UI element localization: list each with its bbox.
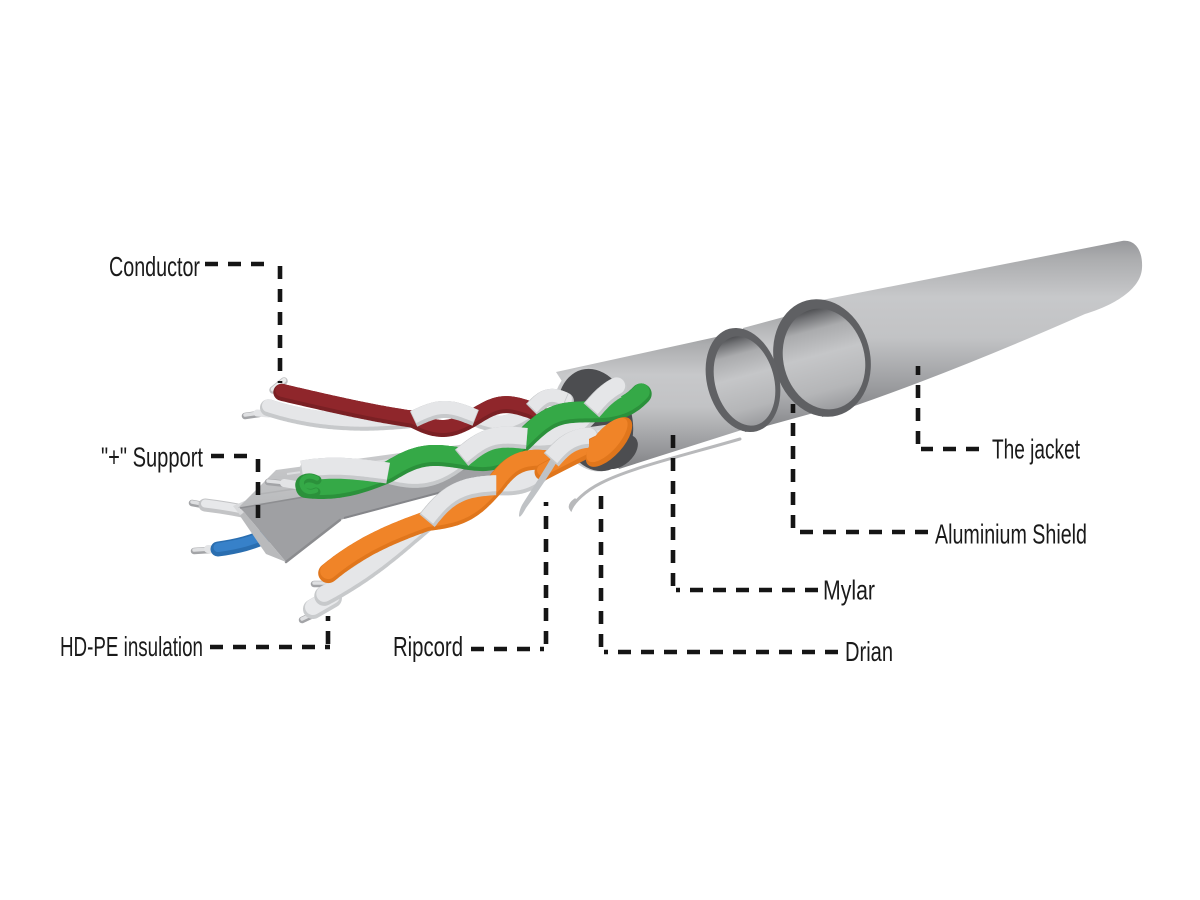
svg-text:Drian: Drian bbox=[845, 636, 893, 667]
svg-text:Aluminium Shield: Aluminium Shield bbox=[935, 519, 1087, 550]
svg-text:Conductor: Conductor bbox=[109, 251, 200, 282]
svg-text:HD-PE insulation: HD-PE insulation bbox=[60, 631, 203, 662]
svg-text:Mylar: Mylar bbox=[823, 575, 875, 606]
svg-text:Ripcord: Ripcord bbox=[393, 631, 463, 662]
svg-text:"+" Support: "+" Support bbox=[101, 442, 203, 473]
svg-text:The jacket: The jacket bbox=[992, 434, 1080, 465]
